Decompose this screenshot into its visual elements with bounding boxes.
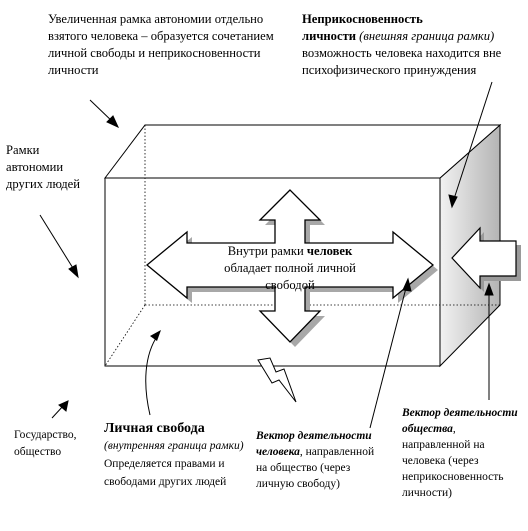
- vector-society-desc: , направленной на человека (через неприк…: [402, 423, 504, 499]
- vector-person-title: Вектор деятельности человека: [256, 430, 372, 458]
- personal-freedom-desc: Определяется правами и свободами других …: [104, 458, 227, 488]
- inviolability-title2: личности: [302, 29, 357, 43]
- autonomy-frame-caption: Увеличенная рамка автономии отдельно взя…: [48, 12, 274, 77]
- lightning-icon: [257, 357, 297, 403]
- vector-society-title: Вектор деятельности общества: [402, 407, 518, 435]
- personal-freedom-caption: Личная свобода (внутренняя граница рамки…: [104, 420, 254, 491]
- inviolability-title: Неприкосновенность: [302, 12, 423, 26]
- vector-society-caption: Вектор деятельности общества, направленн…: [402, 405, 526, 501]
- pointer-arrows: [39, 81, 494, 429]
- frames-others-caption: Рамки автономии других людей: [6, 143, 80, 191]
- cross-arrow: [145, 189, 435, 343]
- vector-person-caption: Вектор деятельности человека, направленн…: [256, 428, 384, 492]
- personal-freedom-subtitle: (внутренняя граница рамки): [104, 440, 244, 452]
- vector-person-desc: , направленной на общество (через личную…: [256, 446, 375, 490]
- personal-freedom-title: Личная свобода: [104, 421, 205, 436]
- inside-rest: обладает полной личной свободой: [224, 261, 356, 292]
- inviolability-desc: возможность человека находится вне психо…: [302, 46, 502, 77]
- box-top-face: [103, 124, 502, 179]
- inside-pre: Внутри рамки: [227, 244, 307, 258]
- inside-bold: человек: [306, 244, 353, 258]
- state-society-caption: Государство, общество: [14, 429, 77, 458]
- personal-freedom-pointer: [145, 334, 159, 416]
- box-hidden-edges: [104, 125, 500, 367]
- incoming-arrow: [451, 226, 517, 290]
- inviolability-subtitle: (внешняя граница рамки): [359, 29, 495, 43]
- inviolability-caption: Неприкосновенность личности (внешняя гра…: [302, 11, 524, 79]
- inside-frame-caption: Внутри рамки человек обладает полной лич…: [218, 243, 362, 294]
